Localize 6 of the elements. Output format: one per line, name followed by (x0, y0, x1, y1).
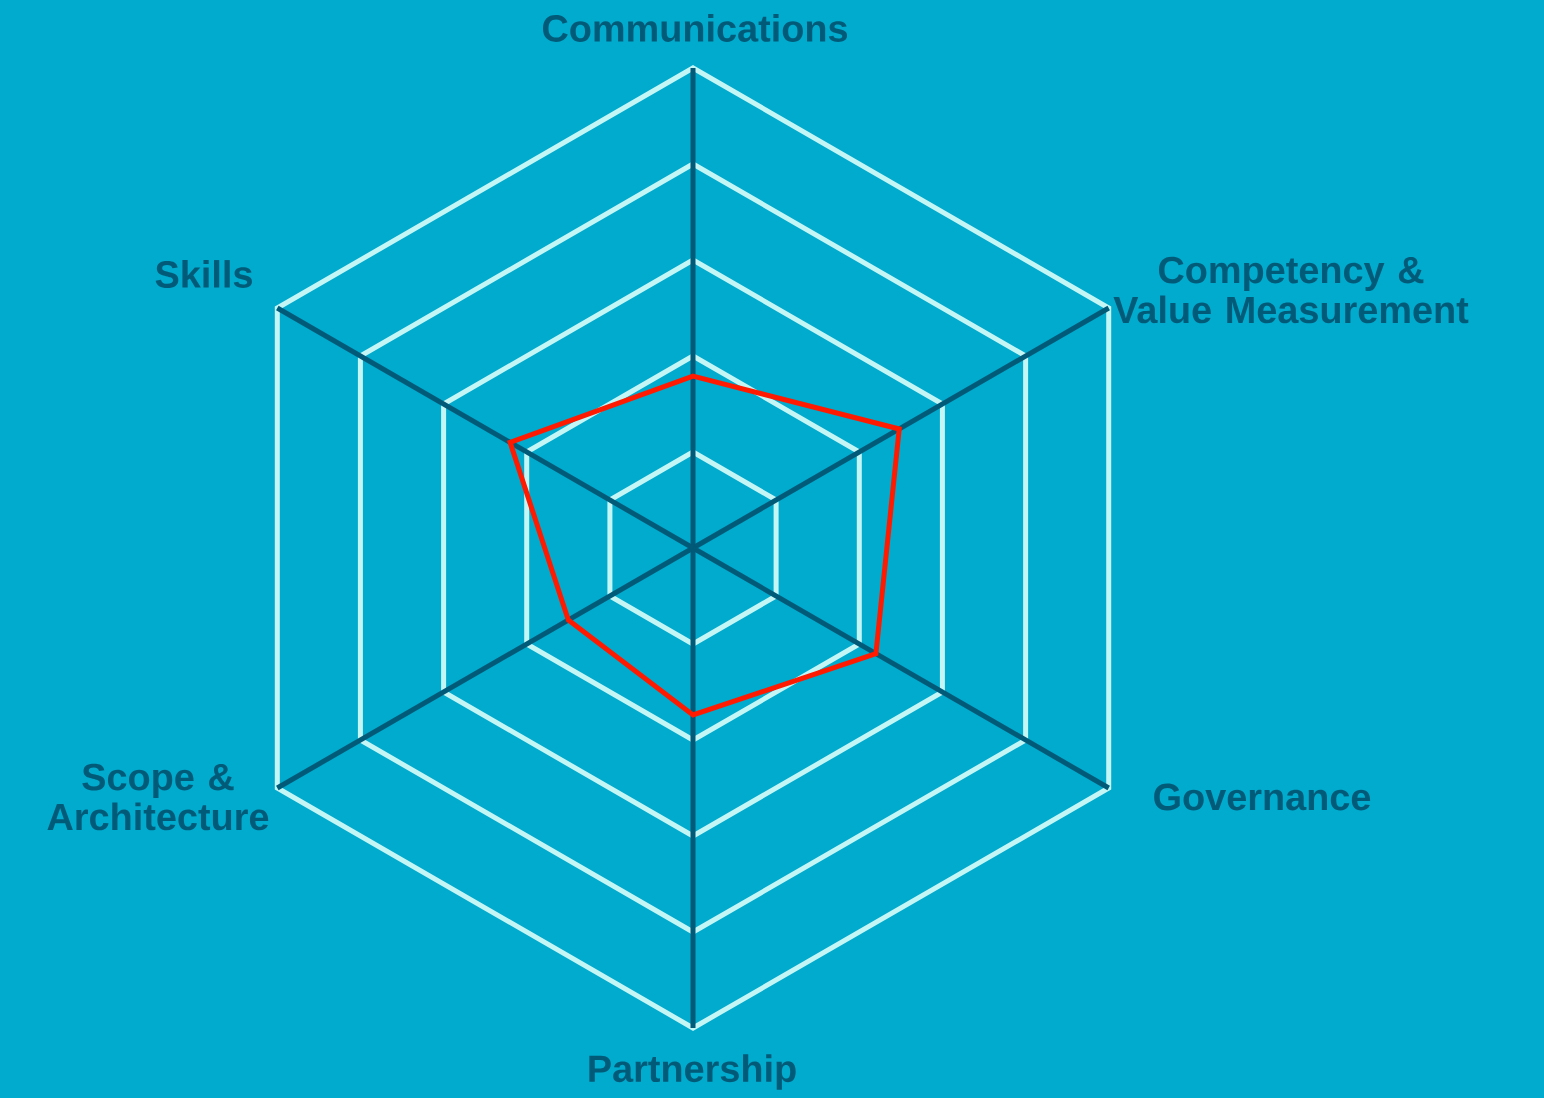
axis-label: Scope & Architecture (47, 763, 269, 831)
axis-label: Competency & Value Measurement (1113, 256, 1469, 324)
axis-label: Communications (543, 14, 847, 42)
axis-label: Partnership (589, 1054, 796, 1090)
axis-label: Skills (155, 260, 252, 288)
axis-label: Governance (1154, 783, 1371, 811)
